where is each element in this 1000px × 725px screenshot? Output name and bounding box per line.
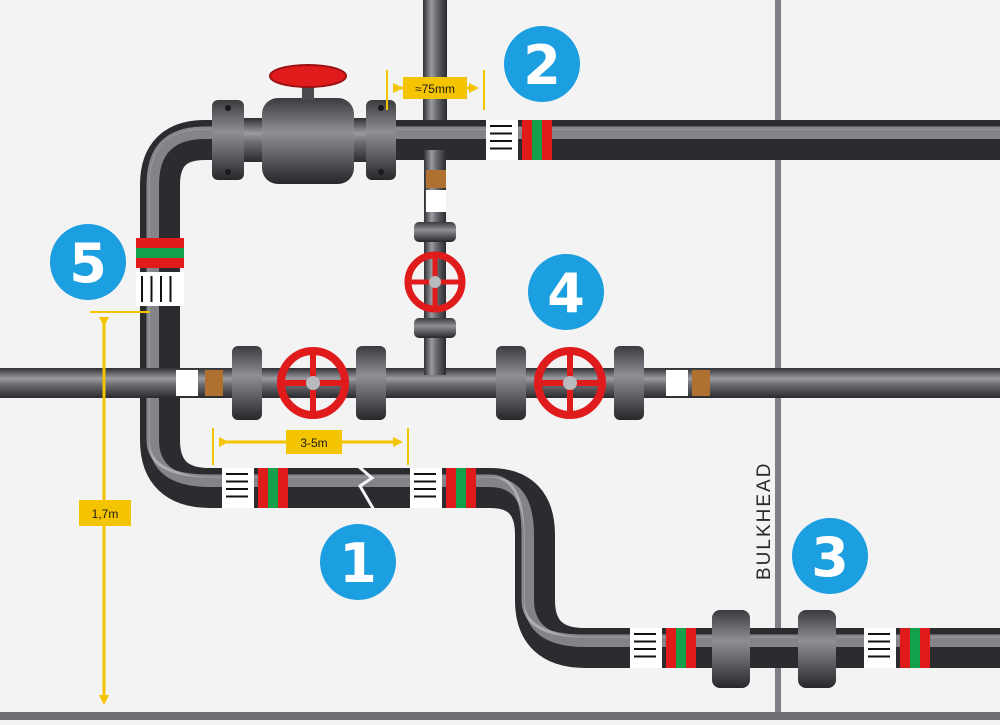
bulkhead-flanges (712, 610, 836, 688)
marker-1: 1 (320, 524, 396, 600)
marker-bottom-before-bulkhead-arrow-line (634, 640, 656, 643)
marker-bottom-after-bulkhead-arrow-line (868, 648, 890, 650)
marker-top-right-band-green (532, 120, 542, 160)
marker-lower-left-arrow-line (226, 495, 248, 498)
marker-2-number: 2 (523, 34, 561, 97)
dim-1-7m-label: 1,7m (92, 507, 119, 521)
marker-branch-ring (426, 170, 446, 188)
marker-top-right-arrow-line (490, 147, 512, 150)
marker-bottom-before-bulkhead-arrow-line (634, 648, 656, 650)
marker-vertical-left-band-green (136, 248, 184, 258)
dim-3-5m-label: 3-5m (300, 436, 327, 450)
marker-lower-left-band-green (268, 468, 278, 508)
bulkhead-label: BULKHEAD (754, 462, 775, 580)
marker-top-right-arrow-line (490, 125, 512, 127)
dim-75mm-label: ≈75mm (415, 82, 455, 96)
marker-lower-left-arrow-line (226, 488, 248, 490)
marker-top-right-arrow-line (490, 140, 512, 142)
middle-right-handwheel (534, 347, 606, 419)
marker-4: 4 (528, 254, 604, 330)
marker-lower-mid-arrow-line (414, 473, 436, 475)
marker-lower-left-arrow-line (226, 473, 248, 475)
middle-left-handwheel (277, 347, 349, 419)
marker-4-number: 4 (547, 262, 585, 325)
marker-2: 2 (504, 26, 580, 102)
marker-bottom-after-bulkhead-arrow-line (868, 655, 890, 658)
marker-vertical-left-band-red (136, 238, 184, 248)
marker-lower-mid-arrow-line (414, 495, 436, 498)
marker-bottom-before-bulkhead-arrow-line (634, 655, 656, 658)
marker-lower-mid-band-red (466, 468, 476, 508)
marker-vertical-left-arrow-line (141, 276, 143, 302)
marker-bottom-before-bulkhead-band-red (686, 628, 696, 668)
marker-bottom-after-bulkhead-band-red (920, 628, 930, 668)
marker-lower-left-band-red (258, 468, 268, 508)
marker-bottom-after-bulkhead-arrow-line (868, 640, 890, 643)
branch-valve-handwheel (404, 251, 466, 313)
marker-bottom-after-bulkhead-band-green (910, 628, 920, 668)
dimension-3-5m: 3-5m (212, 428, 409, 465)
marker-branch-arrow-zone (426, 190, 446, 212)
marker-top-right-band-red (542, 120, 552, 160)
marker-vertical-left-arrow-line (169, 276, 172, 302)
marker-middle-left-arrow-zone (176, 370, 198, 396)
marker-top-right-band-red (522, 120, 532, 160)
marker-middle-right-arrow-zone (666, 370, 688, 396)
top-valve-handwheel (269, 64, 347, 88)
floor-line (0, 712, 1000, 720)
marker-top-right-arrow-line (490, 132, 512, 135)
dimension-75mm: ≈75mm (386, 70, 485, 110)
marker-bottom-after-bulkhead-arrow-line (868, 633, 890, 635)
marker-vertical-left-band-red (136, 258, 184, 268)
marker-lower-mid-band-green (456, 468, 466, 508)
marker-3: 3 (792, 518, 868, 594)
marker-bottom-before-bulkhead-band-green (676, 628, 686, 668)
branch-globe-valve (404, 222, 466, 338)
marker-bottom-before-bulkhead-band-red (666, 628, 676, 668)
marker-bottom-before-bulkhead-arrow-line (634, 633, 656, 635)
marker-vertical-left-arrow-line (160, 276, 162, 302)
marker-vertical-left-arrow-line (150, 276, 153, 302)
middle-valve-left (232, 346, 386, 420)
pipe-top-vertical (423, 0, 447, 140)
marker-lower-left-band-red (278, 468, 288, 508)
top-gate-valve (212, 64, 396, 184)
marker-lower-mid-band-red (446, 468, 456, 508)
marker-3-number: 3 (811, 526, 849, 589)
pipe-markers (136, 120, 930, 668)
marker-lower-mid-arrow-line (414, 480, 436, 483)
marker-5: 5 (50, 224, 126, 300)
marker-lower-mid-arrow-line (414, 488, 436, 490)
dimension-1-7m: 1,7m (79, 311, 150, 705)
marker-5-number: 5 (69, 232, 107, 295)
middle-valve-right (496, 346, 644, 420)
marker-middle-left-ring (205, 370, 223, 396)
pipe-break-mark (357, 464, 376, 511)
marker-lower-left-arrow-line (226, 480, 248, 483)
marker-1-number: 1 (339, 532, 377, 595)
marker-middle-right-ring (692, 370, 710, 396)
marker-bottom-after-bulkhead-band-red (900, 628, 910, 668)
